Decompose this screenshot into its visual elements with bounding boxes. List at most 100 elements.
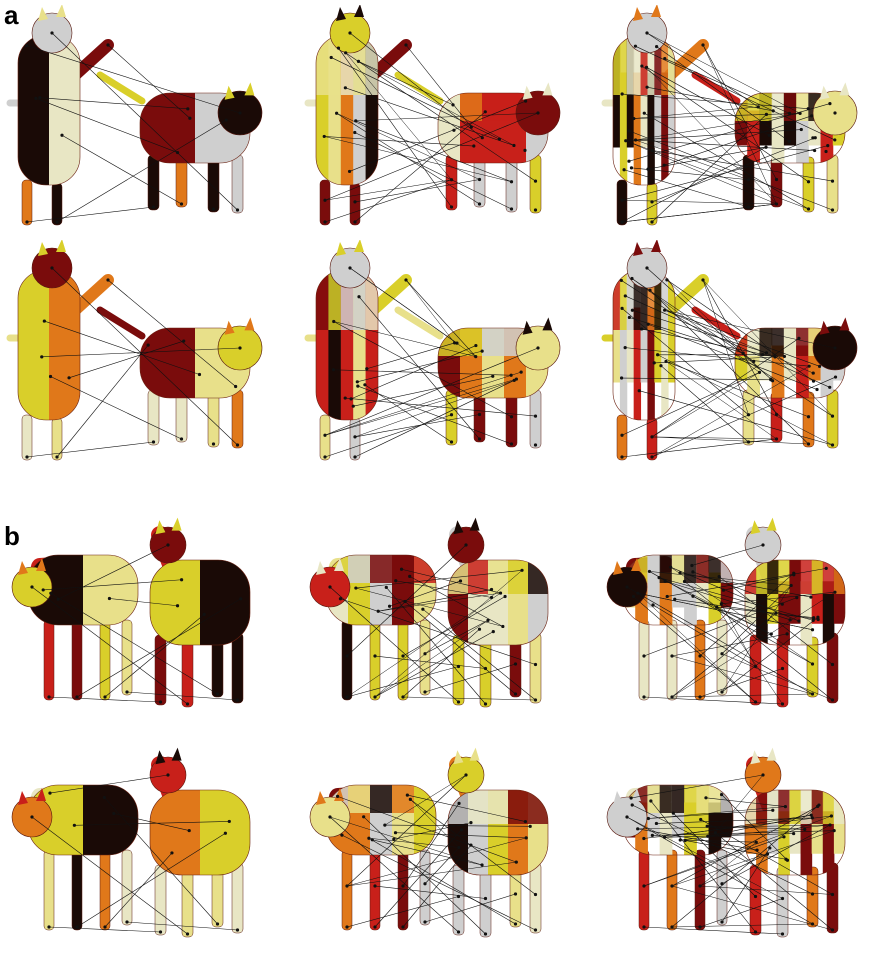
feature-point xyxy=(394,579,397,582)
feature-point xyxy=(354,586,357,589)
horse-left-leg xyxy=(667,850,677,930)
feature-point xyxy=(690,564,693,567)
cat-left-segments xyxy=(316,35,379,185)
feature-point xyxy=(514,892,517,895)
horse-right-body-patch xyxy=(468,560,489,594)
feature-point xyxy=(755,848,758,851)
feature-point xyxy=(344,86,347,89)
feature-point xyxy=(816,805,819,808)
horse-right-segments xyxy=(150,790,251,875)
feature-point xyxy=(757,105,760,108)
feature-point xyxy=(831,663,834,666)
horse-pair-row1-medium xyxy=(298,515,588,750)
feature-point xyxy=(159,930,162,933)
correspondence-line xyxy=(652,366,809,457)
feature-point xyxy=(650,200,653,203)
feature-point xyxy=(691,595,694,598)
feature-point xyxy=(340,834,343,837)
feature-point xyxy=(833,138,836,141)
cat-right-leg xyxy=(743,155,754,210)
feature-point xyxy=(631,309,634,312)
correspondence-line xyxy=(325,415,452,457)
horse-right-body-patch xyxy=(745,790,757,824)
horse-left-body-patch xyxy=(370,555,393,583)
cat-right-leg xyxy=(176,157,187,207)
feature-point xyxy=(663,164,666,167)
feature-point xyxy=(401,695,404,698)
feature-point xyxy=(455,342,458,345)
feature-point xyxy=(831,208,834,211)
feature-point xyxy=(336,795,339,798)
feature-point xyxy=(651,834,654,837)
horse-right-leg xyxy=(530,863,541,933)
feature-point xyxy=(236,698,239,701)
cat-left-leg xyxy=(320,180,330,225)
feature-point xyxy=(514,922,517,925)
cat-left-body-patch xyxy=(366,35,379,95)
feature-point xyxy=(665,278,668,281)
feature-point xyxy=(754,665,757,668)
feature-point xyxy=(642,695,645,698)
feature-point xyxy=(228,820,231,823)
feature-point xyxy=(510,442,513,445)
cat-right-leg xyxy=(148,390,159,445)
feature-point xyxy=(330,56,333,59)
feature-point xyxy=(788,140,791,143)
feature-point xyxy=(678,571,681,574)
horse-right-leg xyxy=(827,633,838,703)
cat-right-leg xyxy=(827,390,838,448)
cat-right-leg xyxy=(743,390,754,445)
feature-point xyxy=(645,266,648,269)
feature-point xyxy=(722,589,725,592)
horse-left-leg xyxy=(44,850,54,930)
feature-point xyxy=(186,932,189,935)
feature-point xyxy=(627,160,630,163)
feature-point xyxy=(651,149,654,152)
feature-point xyxy=(651,603,654,606)
feature-point xyxy=(624,139,627,142)
cat-right-body-patch xyxy=(140,328,196,398)
cat-right-body-patch xyxy=(482,93,505,121)
feature-point xyxy=(775,413,778,416)
feature-point xyxy=(797,619,800,622)
feature-point xyxy=(747,178,750,181)
feature-point xyxy=(159,700,162,703)
feature-point xyxy=(478,202,481,205)
horse-left-body-patch xyxy=(392,555,415,583)
feature-point xyxy=(357,60,360,63)
cat-right-leg xyxy=(176,392,187,442)
feature-point xyxy=(484,667,487,670)
cat-pair-row2-medium xyxy=(298,240,588,475)
feature-point xyxy=(409,798,412,801)
horse-right-leg xyxy=(453,865,464,935)
feature-point xyxy=(620,455,623,458)
feature-point xyxy=(345,884,348,887)
feature-point xyxy=(810,114,813,117)
feature-point xyxy=(634,45,637,48)
cat-right-leg xyxy=(208,392,219,447)
feature-point xyxy=(42,588,45,591)
feature-point xyxy=(112,812,115,815)
feature-point xyxy=(663,309,666,312)
feature-point xyxy=(103,925,106,928)
feature-point xyxy=(772,109,775,112)
feature-point xyxy=(754,930,757,933)
feature-point xyxy=(786,859,789,862)
feature-point xyxy=(657,576,660,579)
feature-point xyxy=(357,295,360,298)
feature-point xyxy=(672,812,675,815)
feature-point xyxy=(784,805,787,808)
feature-point xyxy=(701,278,704,281)
feature-point xyxy=(367,837,370,840)
feature-point xyxy=(484,110,487,113)
horse-left-body-patch xyxy=(684,555,697,583)
correspondence-line xyxy=(672,656,813,694)
feature-point xyxy=(510,180,513,183)
feature-point xyxy=(30,815,33,818)
feature-point xyxy=(769,378,772,381)
horse-left-leg xyxy=(72,850,82,930)
correspondence-line xyxy=(665,59,790,114)
horse-right-segments xyxy=(150,560,251,645)
feature-point xyxy=(825,567,828,570)
feature-point xyxy=(56,598,59,601)
